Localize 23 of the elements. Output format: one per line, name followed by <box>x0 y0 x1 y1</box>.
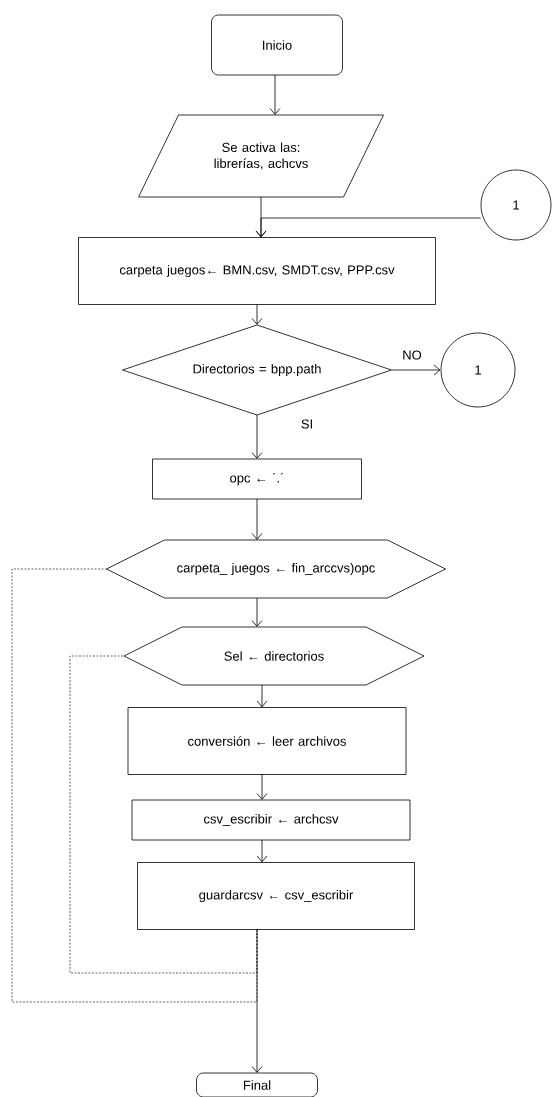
loop-hexagon: Sel ← directorios <box>123 626 425 686</box>
process-box: conversión ← leer archivos <box>127 707 407 775</box>
start-terminal: Inicio <box>211 14 343 76</box>
input-parallelogram: Se activa las: librerías, achcvs <box>138 114 384 198</box>
end-terminal: Final <box>196 1072 318 1097</box>
arrow <box>256 684 268 708</box>
arrow <box>256 774 268 800</box>
process-box: guardarcsv ← csv_escribir <box>137 862 415 930</box>
edge-label: SI <box>299 418 315 430</box>
process-box: carpeta juegos← BMN.csv, SMDT.csv, PPP.csv <box>78 237 436 305</box>
arrow <box>255 217 481 238</box>
arrow <box>251 498 263 540</box>
loop-hexagon: carpeta_ juegos ← fin_arccvs)opc <box>106 539 446 599</box>
arrow <box>251 929 263 1073</box>
arrow <box>391 364 441 376</box>
arrow <box>256 839 268 863</box>
arrow <box>269 74 281 115</box>
process-box: csv_escribir ← archcsv <box>131 799 411 841</box>
arrow <box>251 304 263 325</box>
arrow <box>251 414 263 459</box>
arrow <box>251 597 263 627</box>
process-box: opc ← ´.´ <box>152 458 362 500</box>
edge-label: NO <box>401 349 423 361</box>
